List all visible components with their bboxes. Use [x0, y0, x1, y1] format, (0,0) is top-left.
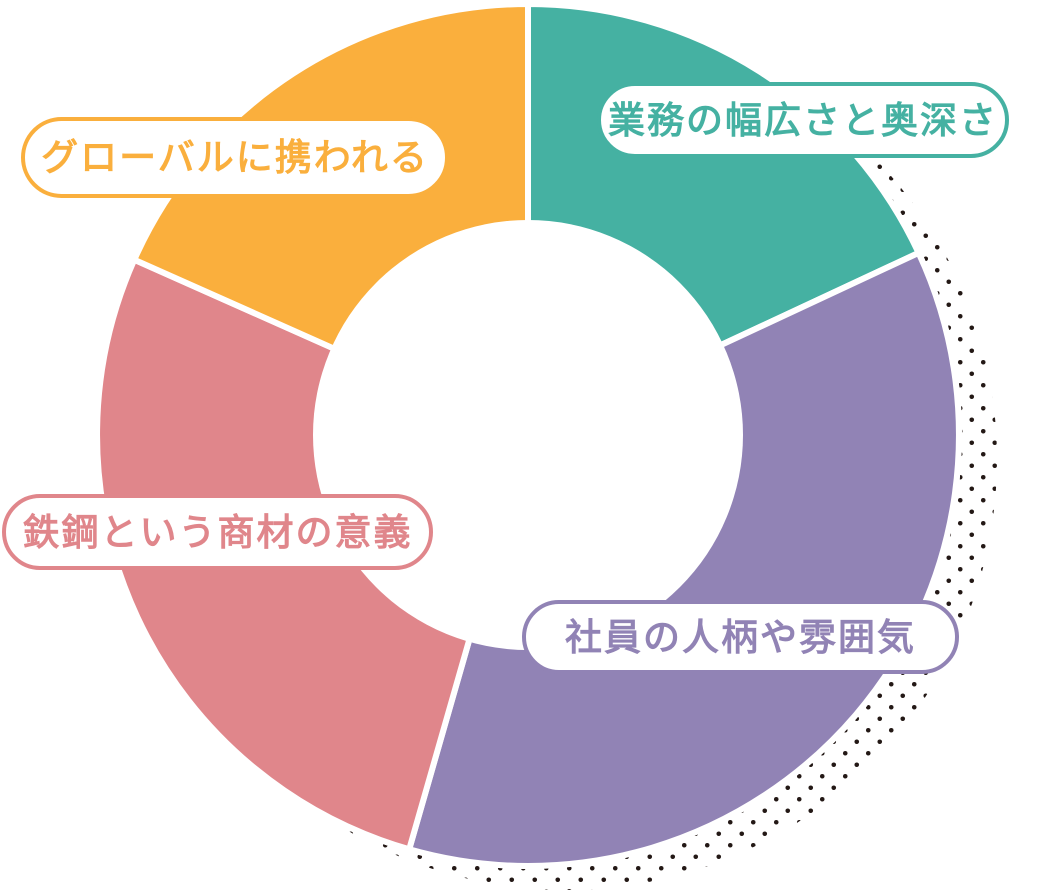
label-pill-steel-significance: 鉄鋼という商材の意義 [2, 494, 433, 570]
label-text-employee-atmosphere: 社員の人柄や雰囲気 [565, 616, 916, 658]
label-pill-work-breadth: 業務の幅広さと奥深さ [597, 82, 1009, 158]
label-text-global: グローバルに携われる [41, 137, 429, 178]
label-text-work-breadth: 業務の幅広さと奥深さ [608, 99, 998, 141]
label-pill-employee-atmosphere: 社員の人柄や雰囲気 [522, 600, 959, 674]
label-pill-global: グローバルに携われる [21, 117, 449, 198]
donut-hole [313, 220, 743, 650]
label-text-steel-significance: 鉄鋼という商材の意義 [22, 511, 413, 553]
